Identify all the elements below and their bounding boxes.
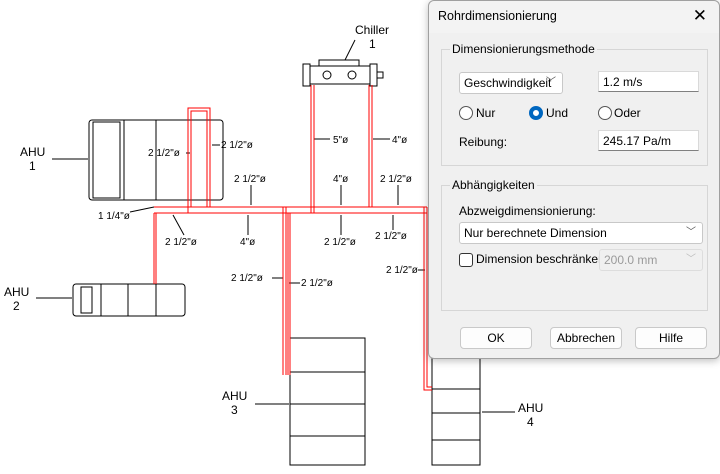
- radio-oder[interactable]: [598, 106, 612, 120]
- velocity-input[interactable]: 1.2 m/s: [598, 71, 699, 92]
- help-button[interactable]: Hilfe: [635, 327, 707, 349]
- limit-dimension-select[interactable]: 200.0 mm﹀: [599, 249, 703, 271]
- svg-text:3: 3: [231, 403, 238, 417]
- pipe-label: 2 1/2"ø: [231, 273, 263, 284]
- dependencies-group: Abhängigkeiten Abzweigdimensionierung: N…: [441, 178, 708, 311]
- svg-text:1: 1: [29, 159, 36, 173]
- pipe-label: 4"ø: [240, 237, 255, 248]
- ahu-2-label: AHU: [4, 285, 29, 299]
- ahu-3-label: AHU: [222, 389, 247, 403]
- pipes[interactable]: [153, 85, 432, 391]
- limit-dimension-checkbox[interactable]: [459, 253, 473, 267]
- radio-oder-label[interactable]: Oder: [614, 106, 641, 120]
- pipe-size-labels: 2 1/2"ø 2 1/2"ø 2 1/2"ø 4"ø 2 1/2"ø 5"ø …: [98, 135, 418, 289]
- pipe-label: 4"ø: [333, 174, 348, 185]
- cancel-button[interactable]: Abbrechen: [550, 327, 622, 349]
- radio-nur-label[interactable]: Nur: [476, 106, 496, 120]
- pipe-label: 2 1/2"ø: [165, 237, 197, 248]
- radio-und-label[interactable]: Und: [546, 106, 569, 120]
- friction-label: Reibung:: [459, 135, 508, 149]
- svg-text:1: 1: [369, 37, 376, 51]
- svg-text:2: 2: [13, 299, 20, 313]
- ahu-2-unit[interactable]: [72, 283, 186, 317]
- dialog-title: Rohrdimensionierung: [438, 9, 557, 23]
- ahu-1-unit[interactable]: [88, 119, 224, 201]
- pipe-label: 2 1/2"ø: [301, 278, 333, 289]
- pipe-sizing-dialog: Rohrdimensionierung ✕ Dimensionierungsme…: [428, 0, 720, 359]
- ahu-3-unit[interactable]: [289, 337, 366, 466]
- pipe-label: 1 1/4"ø: [98, 211, 130, 222]
- pipe-label: 2 1/2"ø: [386, 265, 418, 276]
- pipe-label: 2 1/2"ø: [380, 174, 412, 185]
- pipe-label: 2 1/2"ø: [375, 231, 407, 242]
- dialog-titlebar[interactable]: Rohrdimensionierung ✕: [429, 1, 719, 33]
- limit-dimension-label[interactable]: Dimension beschränken:: [476, 252, 609, 266]
- method-select[interactable]: Geschwindigkeit﹀: [459, 72, 563, 94]
- chevron-down-icon: ﹀: [686, 227, 696, 238]
- ok-button[interactable]: OK: [460, 327, 532, 349]
- radio-und[interactable]: [529, 106, 543, 120]
- pipe-label: 2 1/2"ø: [148, 148, 180, 159]
- radio-nur[interactable]: [459, 106, 473, 120]
- pipe-label: 2 1/2"ø: [221, 140, 253, 151]
- method-group-label: Dimensionierungsmethode: [450, 42, 597, 56]
- method-group: Dimensionierungsmethode Geschwindigkeit﹀…: [441, 42, 708, 166]
- ahu-1-label: AHU: [20, 145, 45, 159]
- pipe-label: 2 1/2"ø: [324, 237, 356, 248]
- friction-input[interactable]: 245.17 Pa/m: [598, 130, 699, 151]
- branch-sizing-label: Abzweigdimensionierung:: [459, 204, 596, 218]
- equipment-shapes: [36, 39, 515, 466]
- svg-text:4: 4: [527, 415, 534, 429]
- chiller-label: Chiller: [355, 23, 389, 37]
- pipe-label: 4"ø: [392, 135, 407, 146]
- chevron-down-icon: ﹀: [686, 254, 696, 265]
- equipment-labels: AHU 1 AHU 2 AHU 3 AHU 4 Chiller 1: [4, 23, 543, 429]
- pipe-label: 5"ø: [333, 135, 348, 146]
- dependencies-group-label: Abhängigkeiten: [450, 178, 537, 192]
- pipe-label: 2 1/2"ø: [234, 174, 266, 185]
- ahu-4-unit[interactable]: [431, 357, 481, 466]
- ahu-4-label: AHU: [518, 401, 543, 415]
- branch-sizing-select[interactable]: Nur berechnete Dimension﹀: [459, 222, 703, 244]
- chevron-down-icon: ﹀: [546, 77, 556, 88]
- chiller-1-unit[interactable]: [302, 59, 384, 87]
- close-icon[interactable]: ✕: [692, 6, 707, 25]
